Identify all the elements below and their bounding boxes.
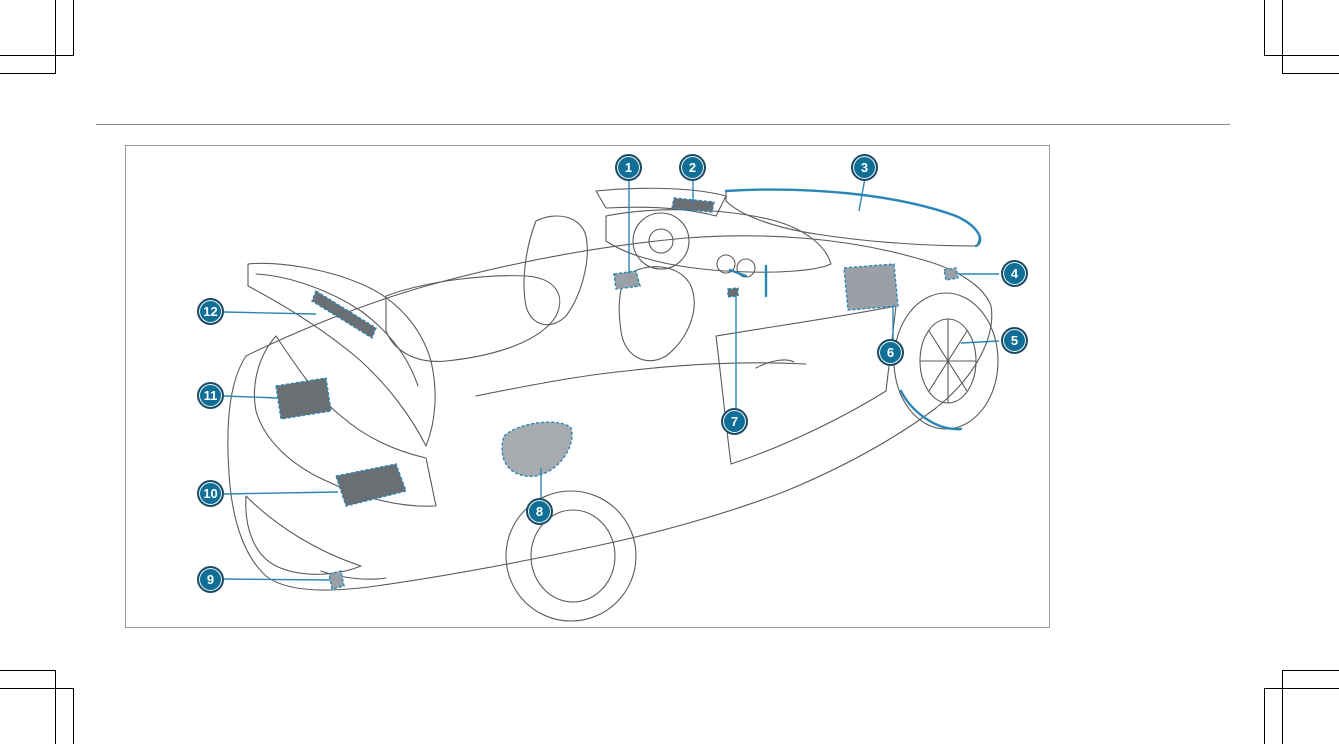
crop-mark-top-right-v [1264,0,1265,56]
callout-2: 2 [679,154,706,181]
crop-mark-top-left-h2 [0,73,56,74]
illustration-frame [125,145,1050,628]
door-line [716,306,896,464]
component-armrest [614,271,640,289]
crop-mark-bottom-right-v [1264,688,1265,744]
component-rear-light [329,571,344,589]
crop-mark-top-right-h [1264,55,1339,56]
component-trunk-unit [336,464,406,506]
rear-seat [386,276,560,362]
callout-1: 1 [615,154,642,181]
component-trunk-box [276,378,331,419]
crop-mark-bottom-left-v [55,670,56,744]
callout-11: 11 [197,382,224,409]
front-seat-left [524,216,587,325]
crop-mark-top-right-h2 [1282,73,1339,74]
callout-3: 3 [851,154,878,181]
callout-12: 12 [197,298,224,325]
car-illustration [126,146,1050,628]
dashboard [606,210,831,272]
crop-mark-top-right-v2 [1282,0,1283,74]
crop-mark-top-left-v [55,0,56,74]
crop-mark-top-left-h [0,55,74,56]
component-lamp [944,268,958,280]
callout-9: 9 [197,566,224,593]
callout-7: 7 [721,408,748,435]
crop-mark-bottom-right-v2 [1282,670,1283,744]
callout-10: 10 [197,480,224,507]
crop-mark-bottom-right-h [1264,688,1339,689]
callout-5: 5 [1001,327,1028,354]
header-rule [96,124,1230,125]
component-console-switch [728,288,738,297]
callout-8: 8 [526,498,553,525]
crop-mark-top-left-v2 [73,0,74,56]
rear-bumper [246,496,361,574]
crop-mark-bottom-left-v2 [73,688,74,744]
crop-mark-bottom-left-h [0,670,56,671]
component-fuel-flap [502,422,572,476]
callout-6: 6 [877,339,904,366]
crop-mark-bottom-right-h2 [1282,670,1339,671]
callout-4: 4 [1001,260,1028,287]
crop-mark-bottom-left-h2 [0,688,74,689]
component-front-module [844,264,898,310]
